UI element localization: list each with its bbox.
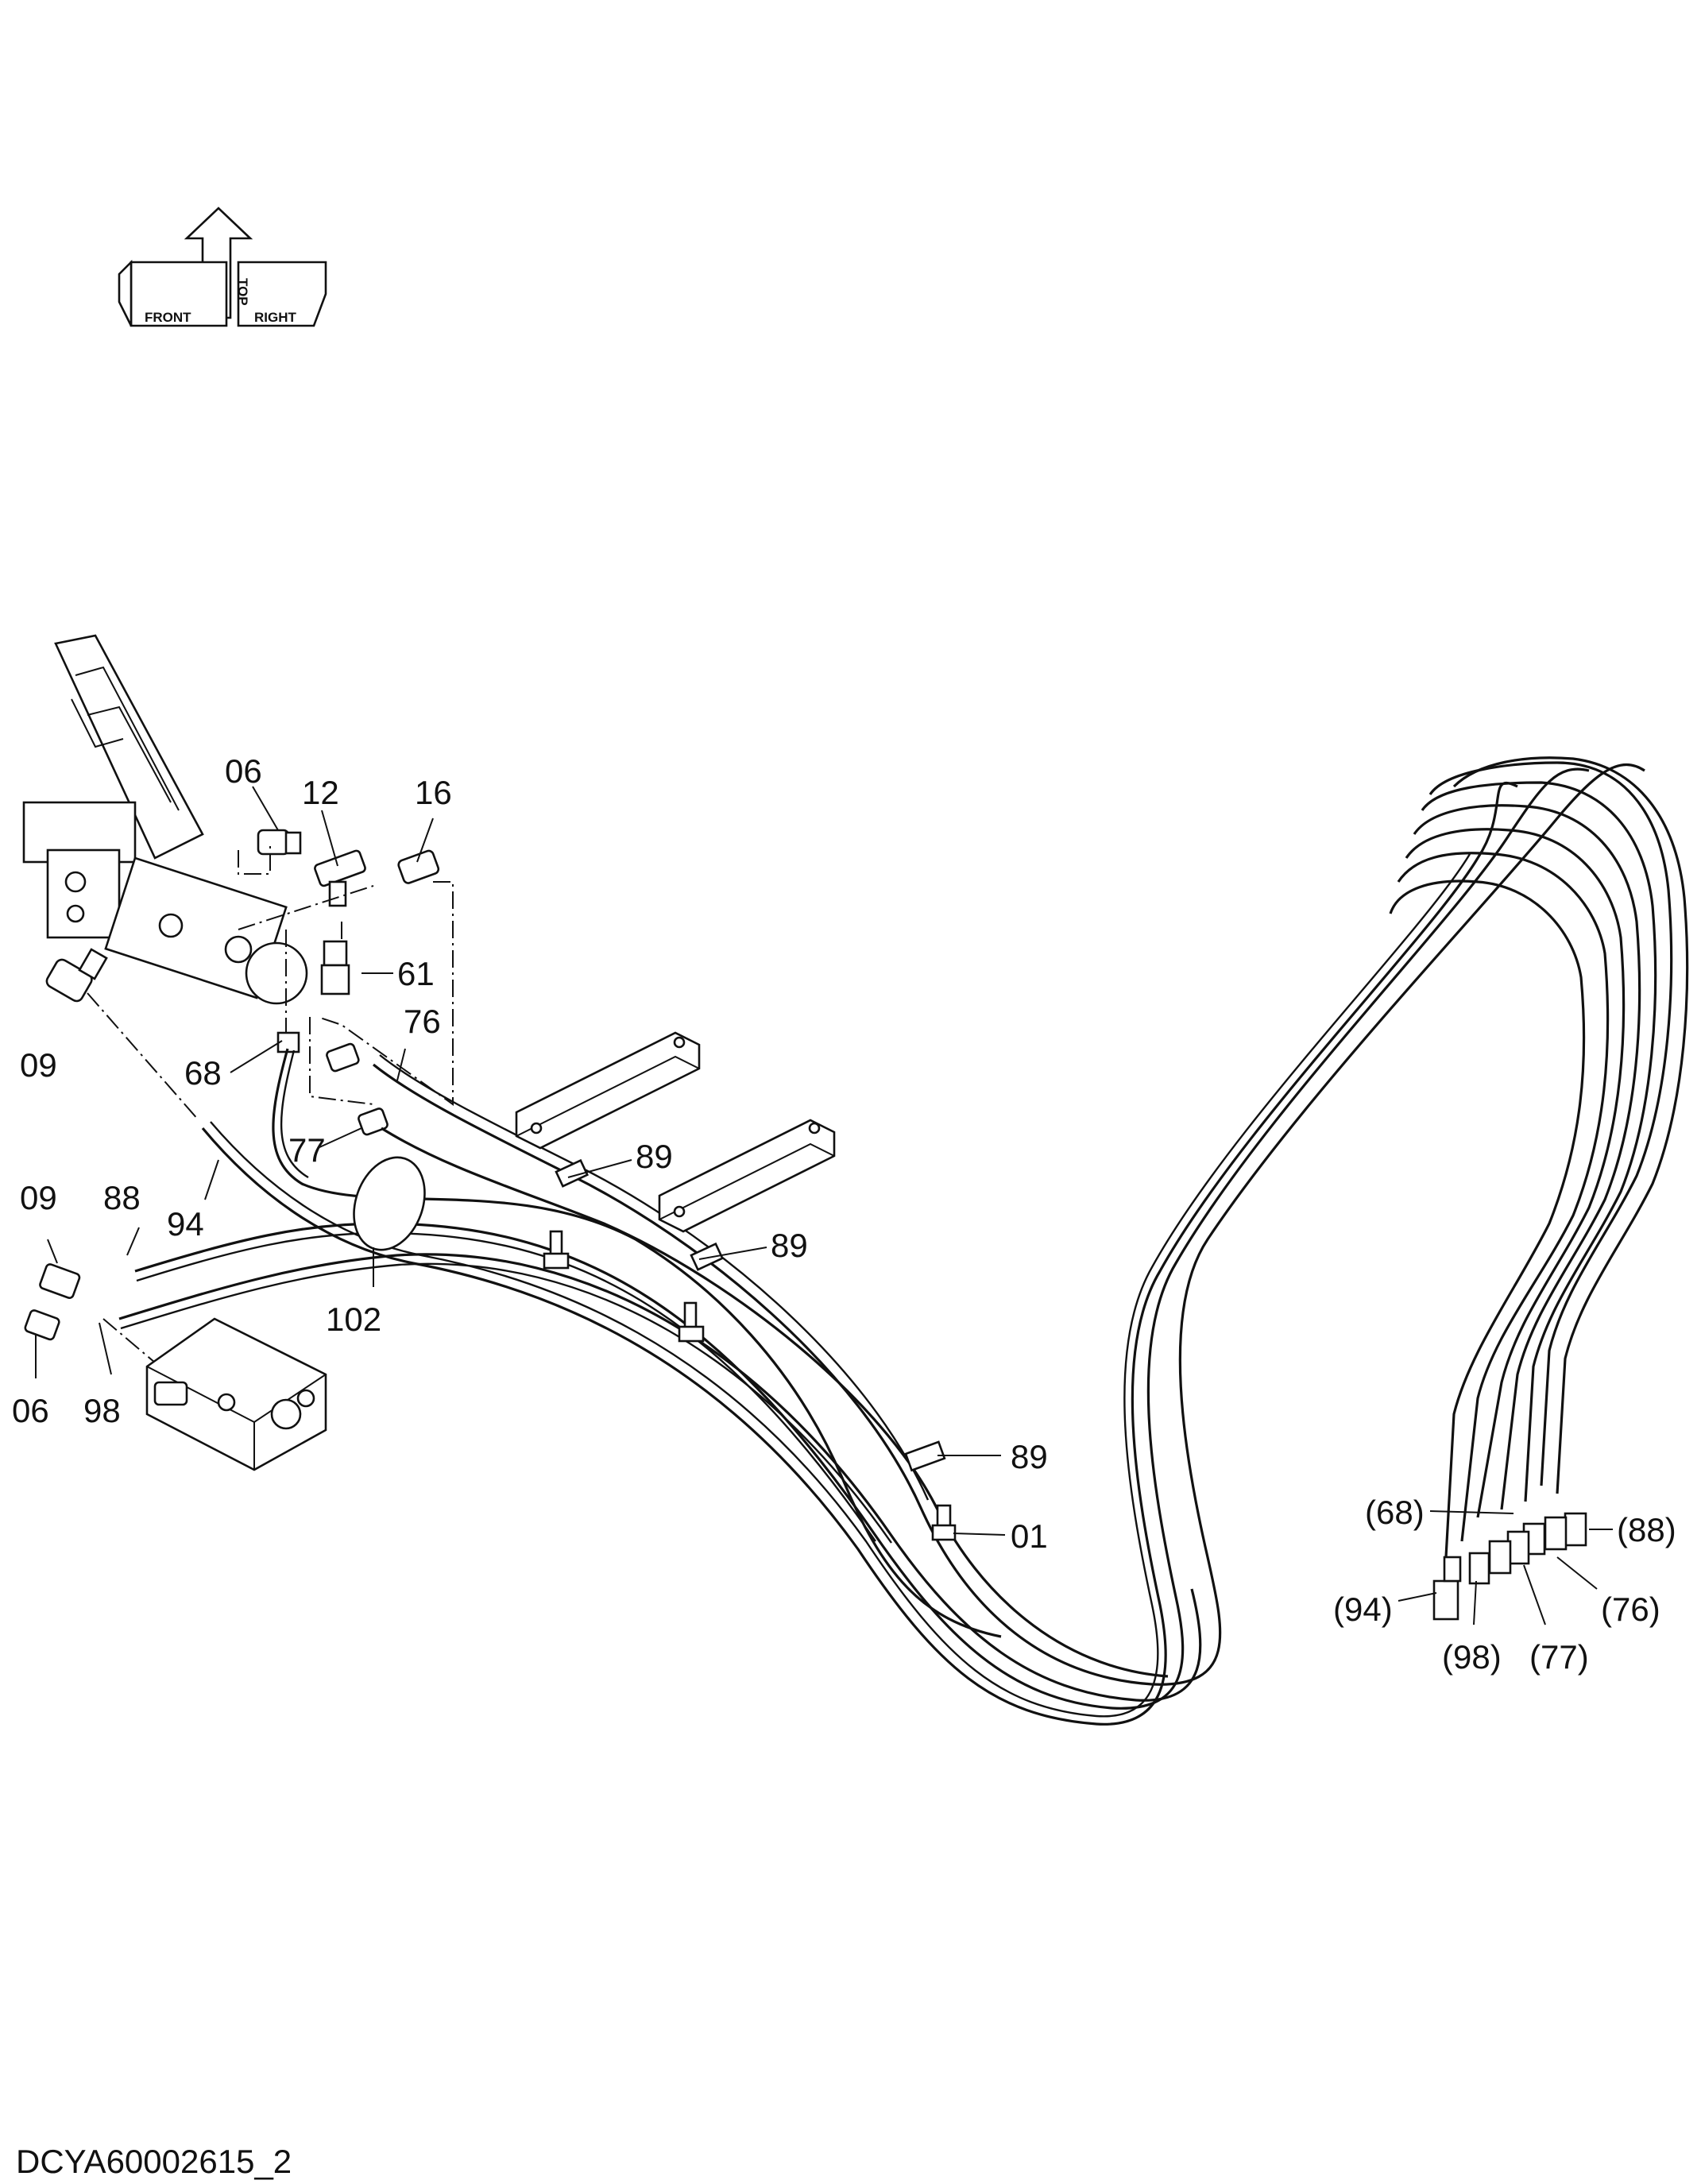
connection-lines: [87, 842, 454, 1363]
clamps-89: [555, 1158, 946, 1472]
callout-ref-98: (98): [1442, 1638, 1502, 1676]
fitting-68-nut: [276, 1031, 300, 1053]
callout-94: 94: [167, 1205, 204, 1243]
callout-ref-77: (77): [1529, 1638, 1589, 1676]
callout-ref-94: (94): [1333, 1591, 1393, 1628]
fitting-06-lower: [24, 1309, 60, 1341]
callout-89-lower: 89: [1011, 1438, 1048, 1475]
hose-bundle: [118, 756, 1689, 1726]
fitting-12-tee: [314, 849, 366, 907]
orientation-top-label: TOP: [235, 278, 250, 306]
orientation-right-label: RIGHT: [254, 310, 297, 325]
fitting-16-elbow: [397, 849, 440, 884]
o-ring-102: [353, 1156, 426, 1251]
pedal-valve-assembly: [22, 634, 308, 1005]
orientation-indicator: FRONT TOP RIGHT: [118, 207, 327, 327]
callout-102: 102: [326, 1301, 381, 1338]
orientation-front-label: FRONT: [145, 310, 191, 325]
callout-16: 16: [415, 774, 452, 811]
callout-12: 12: [302, 774, 339, 811]
callout-06-lower: 06: [12, 1392, 49, 1429]
callout-06-upper: 06: [225, 752, 262, 790]
callout-89-upper: 89: [636, 1138, 673, 1175]
callout-76: 76: [404, 1003, 441, 1040]
callout-09-upper: 09: [20, 1046, 57, 1084]
callout-88: 88: [103, 1179, 141, 1216]
fitting-76-77: [326, 1042, 389, 1136]
hose-end-fittings: [1432, 1512, 1587, 1621]
callout-09-lower: 09: [20, 1179, 57, 1216]
callout-01: 01: [1011, 1517, 1048, 1555]
drawing-code: DCYA60002615_2: [16, 2143, 292, 2180]
callout-ref-68: (68): [1365, 1494, 1425, 1531]
callout-89-middle: 89: [771, 1227, 808, 1264]
callout-68: 68: [184, 1054, 222, 1092]
bolts: [543, 1230, 957, 1541]
callout-77: 77: [288, 1131, 326, 1169]
pressure-switch-61: [320, 940, 350, 995]
callout-98: 98: [83, 1392, 121, 1429]
leader-lines: [35, 786, 1613, 1625]
bracket-lower: [658, 1119, 836, 1233]
fitting-09-elbow-upper: [45, 948, 108, 1003]
callout-ref-88: (88): [1617, 1511, 1676, 1548]
lower-valve-block: [145, 1317, 327, 1471]
fitting-09-lower: [39, 1263, 81, 1300]
callouts: 06 12 16 61 09 76 68 77 89 09 88 94 89 1…: [12, 752, 1676, 1676]
fitting-06-elbow: [257, 829, 302, 856]
callout-61: 61: [397, 955, 435, 992]
bracket-upper: [515, 1031, 701, 1150]
callout-ref-76: (76): [1601, 1591, 1660, 1628]
